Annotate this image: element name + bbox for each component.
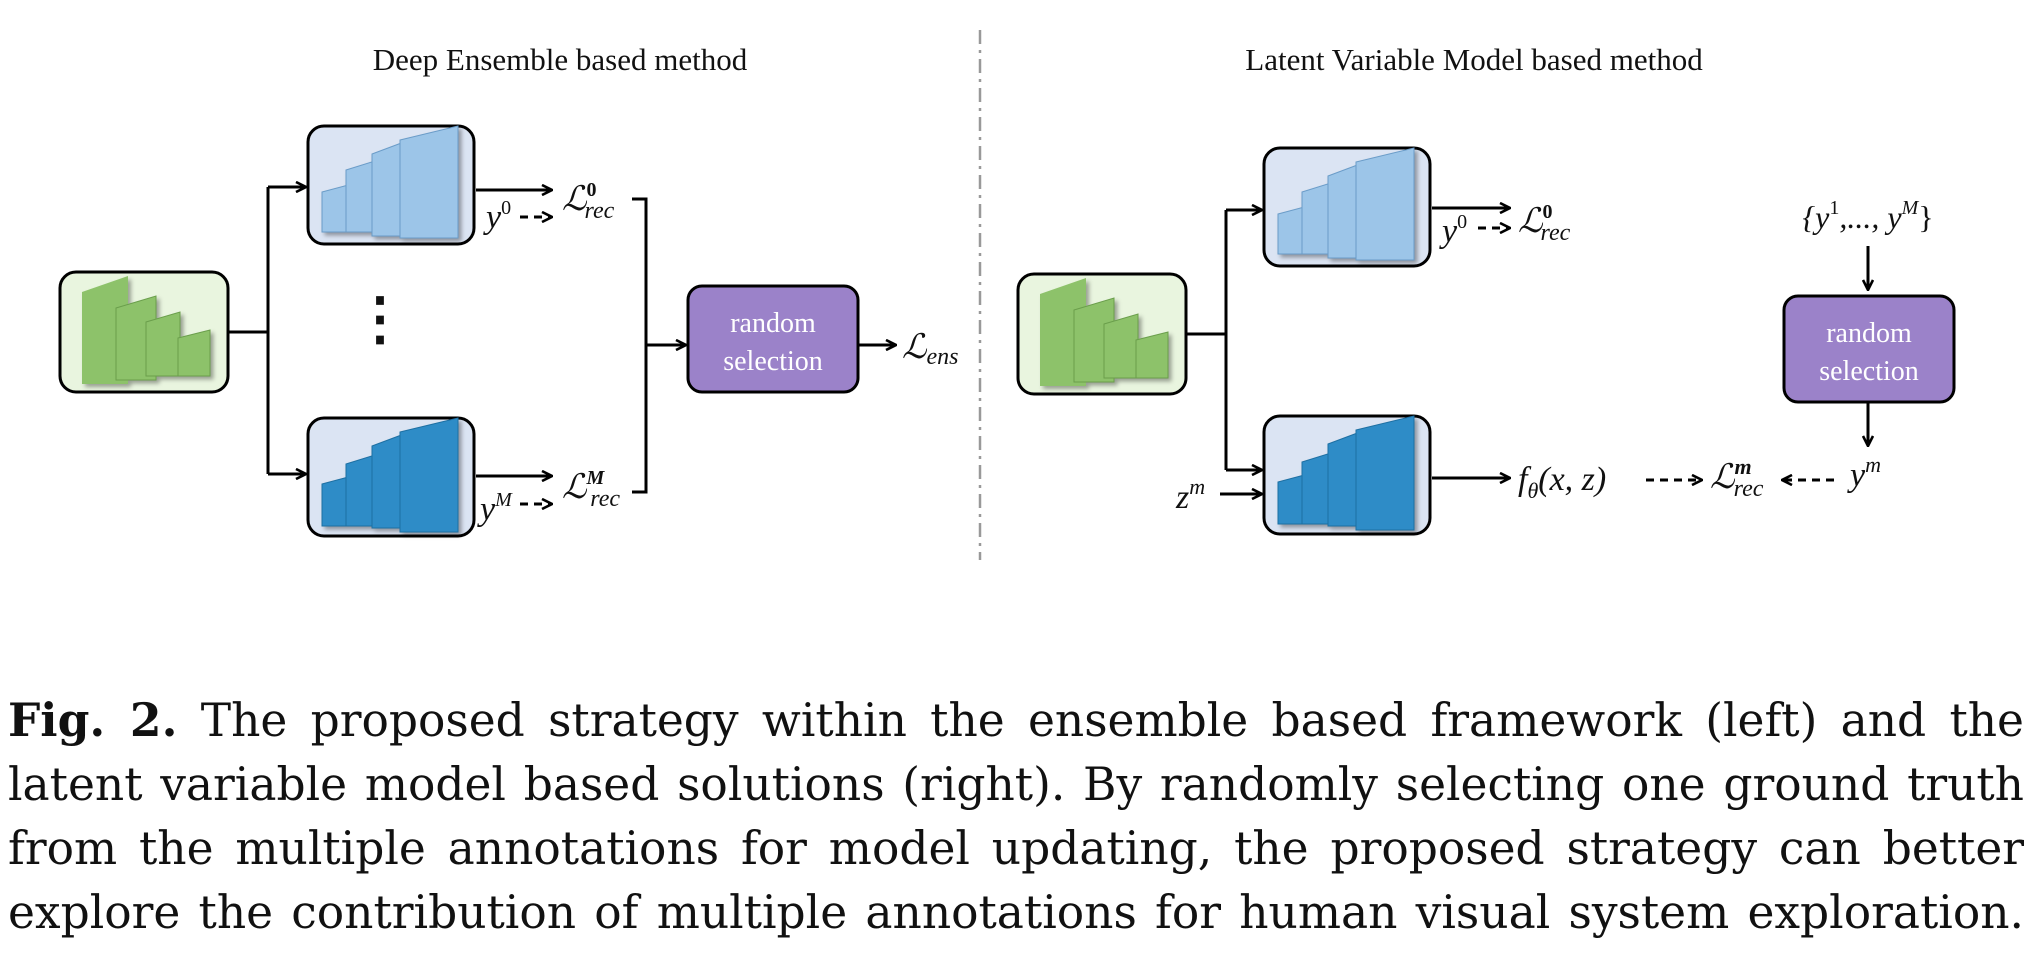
left-merge-connector	[632, 197, 686, 494]
right-random-selection-box: random selection	[1782, 294, 1956, 404]
left-panel-title: Deep Ensemble based method	[373, 42, 748, 77]
loss-ens-label: ℒens	[902, 329, 959, 370]
left-selection-line2: selection	[723, 346, 823, 377]
caption-line-4: explore the contribution of multiple ann…	[8, 886, 2024, 939]
left-output-arrows-top	[476, 190, 552, 217]
annotation-set-label: {y1,..., yM}	[1802, 197, 1933, 235]
left-decoder-bottom	[306, 416, 476, 538]
ensemble-ellipsis: ⋮	[351, 286, 409, 351]
right-input-network	[1016, 272, 1188, 396]
left-selection-line1: random	[730, 308, 816, 339]
right-selection-line1: random	[1826, 318, 1912, 349]
right-y-zero-label: y0	[1439, 211, 1467, 250]
caption-line-3: from the multiple annotations for model …	[8, 822, 2024, 875]
right-split-connector	[1186, 210, 1262, 494]
right-decoder-top	[1262, 146, 1432, 268]
figure-label: Fig. 2.	[8, 693, 178, 747]
right-selection-line2: selection	[1819, 356, 1919, 387]
y-m-label: ym	[1847, 452, 1881, 494]
left-output-arrows-bottom	[476, 476, 552, 504]
right-output-arrows-top	[1432, 208, 1510, 228]
f-theta-label: fθ(x, z)	[1518, 461, 1606, 503]
caption-line-1: Fig. 2. The proposed strategy within the…	[8, 688, 2024, 753]
y-M-label: yM	[477, 489, 513, 528]
y-zero-label: y0	[483, 197, 511, 236]
caption-line-1-text: The proposed strategy within the ensembl…	[200, 694, 2024, 747]
right-decoder-bottom	[1262, 414, 1432, 536]
figure-caption: Fig. 2. The proposed strategy within the…	[8, 688, 2024, 945]
z-m-label: zm	[1175, 474, 1205, 516]
left-random-selection-box: random selection	[686, 284, 860, 394]
left-split-connector	[228, 187, 306, 474]
left-input-network	[58, 270, 230, 394]
caption-line-2: latent variable model based solutions (r…	[8, 758, 2024, 811]
right-panel-title: Latent Variable Model based method	[1245, 42, 1703, 77]
left-decoder-top	[306, 124, 476, 246]
method-diagram: Deep Ensemble based method ⋮	[58, 30, 1956, 560]
